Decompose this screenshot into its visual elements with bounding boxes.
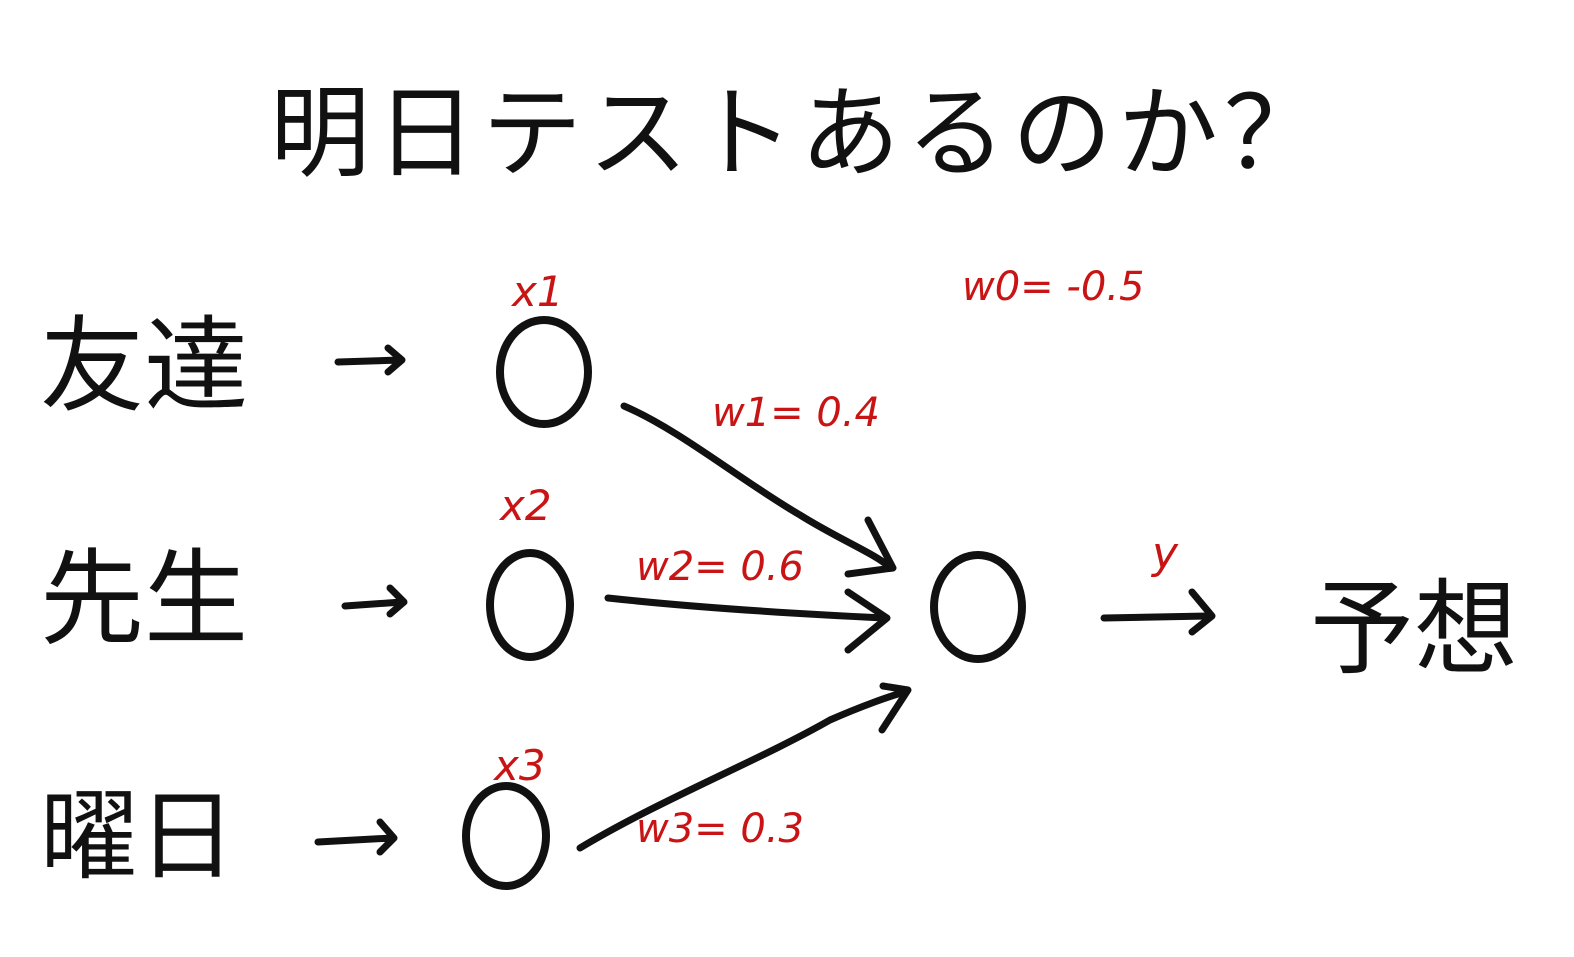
connection-arrow-x3 xyxy=(576,682,912,852)
input-node-x1 xyxy=(496,316,592,428)
input-node-x2 xyxy=(486,549,574,661)
input-label-teacher: 先生 xyxy=(40,538,248,660)
input-arrow-2 xyxy=(341,584,408,618)
output-node xyxy=(930,551,1026,663)
connection-arrow-x2 xyxy=(604,588,891,654)
input-arrow-3 xyxy=(314,818,398,856)
bias-label: w0= -0.5 xyxy=(962,264,1144,310)
variable-label-x1: x1 xyxy=(510,267,564,316)
input-arrow-1 xyxy=(334,344,406,376)
diagram-title: 明日テストあるのか？ xyxy=(270,75,1330,192)
variable-label-x3: x3 xyxy=(492,741,546,790)
input-node-x3 xyxy=(462,782,550,890)
input-label-weekday: 曜日 xyxy=(40,780,236,894)
weight-label-w3: w3= 0.3 xyxy=(636,806,804,852)
variable-label-x2: x2 xyxy=(498,481,552,530)
output-variable-label: y xyxy=(1150,528,1179,579)
input-label-friends: 友達 xyxy=(40,305,248,427)
weight-label-w2: w2= 0.6 xyxy=(636,544,804,590)
output-label: 予想 xyxy=(1310,568,1518,690)
output-arrow xyxy=(1100,588,1216,636)
connection-arrow-x1 xyxy=(620,402,897,578)
weight-label-w1: w1= 0.4 xyxy=(712,390,880,436)
